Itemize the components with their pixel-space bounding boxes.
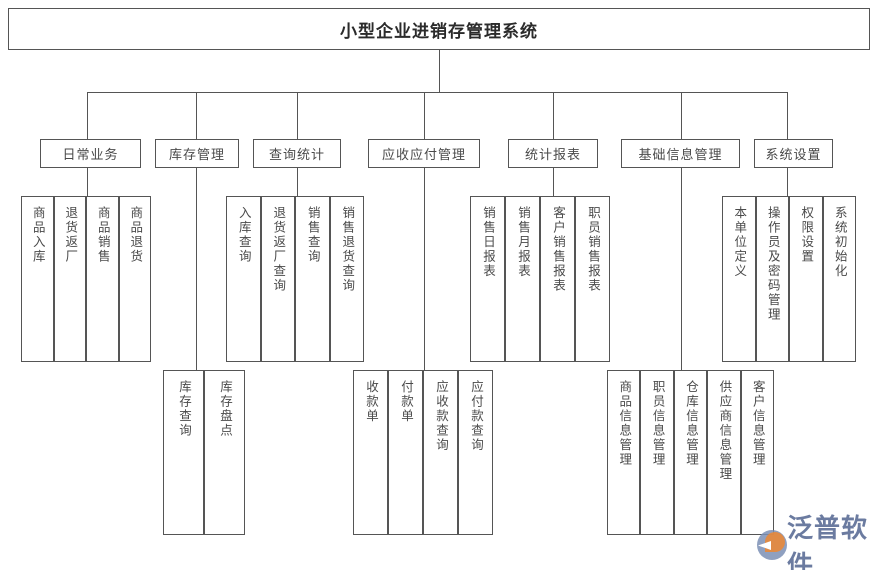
leaf-label-query-statistics-4: 销售退货查询 [340,206,355,293]
category-label-daily-business: 日常业务 [62,147,119,162]
category-label-receivable-payable-management: 应收应付管理 [381,147,466,162]
leaf-label-inventory-management-2: 库存盘点 [218,380,232,438]
drop-line-statistical-reports [553,92,554,139]
leaf-label-basic-information-management-3: 仓库信息管理 [683,380,698,467]
category-box-inventory-management[interactable]: 库存管理 [155,139,239,168]
drop-line-query-statistics [297,92,298,139]
stem-line-daily-business [87,168,88,196]
leaf-box-basic-information-management-2[interactable]: 职员信息管理 [640,370,674,535]
leaf-label-receivable-payable-management-4: 应付款查询 [469,380,483,453]
category-box-query-statistics[interactable]: 查询统计 [253,139,341,168]
leaf-label-daily-business-2: 退货返厂 [63,206,78,264]
stem-line-system-settings [787,168,788,196]
leaf-box-inventory-management-2[interactable]: 库存盘点 [204,370,245,535]
leaf-box-query-statistics-4[interactable]: 销售退货查询 [329,196,364,362]
leaf-box-statistical-reports-4[interactable]: 职员销售报表 [575,196,610,362]
leaf-box-statistical-reports-3[interactable]: 客户销售报表 [540,196,575,362]
leaf-label-inventory-management-1: 库存查询 [177,380,191,438]
stem-line-inventory-management [196,168,197,370]
leaf-box-inventory-management-1[interactable]: 库存查询 [163,370,204,535]
drop-line-inventory-management [196,92,197,139]
leaf-label-system-settings-1: 本单位定义 [732,206,747,279]
leaf-box-receivable-payable-management-4[interactable]: 应付款查询 [458,370,493,535]
category-box-receivable-payable-management[interactable]: 应收应付管理 [368,139,480,168]
leaf-box-basic-information-management-3[interactable]: 仓库信息管理 [673,370,708,535]
leaf-label-basic-information-management-4: 供应商信息管理 [717,380,732,482]
page-title: 小型企业进销存管理系统 [340,21,538,42]
leaf-label-system-settings-4: 系统初始化 [832,206,847,279]
leaf-box-daily-business-2[interactable]: 退货返厂 [53,196,86,362]
leaf-box-basic-information-management-5[interactable]: 客户信息管理 [740,370,774,535]
trunk-line [439,50,440,92]
leaf-label-statistical-reports-1: 销售日报表 [481,206,495,279]
drop-line-receivable-payable-management [424,92,425,139]
leaf-label-statistical-reports-4: 职员销售报表 [586,206,600,293]
leaf-label-receivable-payable-management-1: 收款单 [364,380,378,424]
leaf-box-system-settings-3[interactable]: 权限设置 [789,196,823,362]
stem-line-basic-information-management [681,168,682,370]
category-box-basic-information-management[interactable]: 基础信息管理 [621,139,740,168]
leaf-label-daily-business-1: 商品入库 [30,206,45,264]
leaf-box-query-statistics-1[interactable]: 入库查询 [226,196,261,362]
system-title-box: 小型企业进销存管理系统 [8,8,870,50]
category-label-system-settings: 系统设置 [765,147,822,162]
leaf-label-system-settings-2: 操作员及密码管理 [765,206,780,322]
watermark-brand-row: 泛普软件 [757,508,884,570]
category-label-query-statistics: 查询统计 [268,147,325,162]
leaf-box-system-settings-4[interactable]: 系统初始化 [822,196,856,362]
leaf-label-basic-information-management-5: 客户信息管理 [750,380,765,467]
watermark-brand-text: 泛普软件 [786,514,868,570]
leaf-label-basic-information-management-1: 商品信息管理 [617,380,632,467]
drop-line-daily-business [87,92,88,139]
drop-line-basic-information-management [681,92,682,139]
leaf-box-statistical-reports-2[interactable]: 销售月报表 [505,196,540,362]
leaf-box-basic-information-management-4[interactable]: 供应商信息管理 [707,370,741,535]
leaf-label-receivable-payable-management-3: 应收款查询 [434,380,448,453]
leaf-box-receivable-payable-management-1[interactable]: 收款单 [353,370,388,535]
stem-line-receivable-payable-management [424,168,425,370]
leaf-box-daily-business-3[interactable]: 商品销售 [86,196,119,362]
leaf-label-statistical-reports-3: 客户销售报表 [551,206,565,293]
leaf-label-query-statistics-2: 退货返厂查询 [271,206,286,293]
category-label-inventory-management: 库存管理 [168,147,225,162]
leaf-label-receivable-payable-management-2: 付款单 [399,380,413,424]
leaf-label-query-statistics-1: 入库查询 [236,206,251,264]
leaf-box-query-statistics-2[interactable]: 退货返厂查询 [260,196,295,362]
bus-line [87,92,787,93]
leaf-box-receivable-payable-management-3[interactable]: 应收款查询 [423,370,458,535]
category-label-statistical-reports: 统计报表 [524,147,581,162]
leaf-box-system-settings-2[interactable]: 操作员及密码管理 [755,196,789,362]
leaf-box-receivable-payable-management-2[interactable]: 付款单 [388,370,423,535]
stem-line-query-statistics [297,168,298,196]
watermark: 泛普软件 www.fanpusoft.com [757,508,884,570]
leaf-box-statistical-reports-1[interactable]: 销售日报表 [470,196,505,362]
leaf-box-basic-information-management-1[interactable]: 商品信息管理 [607,370,641,535]
leaf-label-basic-information-management-2: 职员信息管理 [650,380,665,467]
leaf-label-query-statistics-3: 销售查询 [305,206,320,264]
leaf-box-query-statistics-3[interactable]: 销售查询 [295,196,330,362]
category-box-statistical-reports[interactable]: 统计报表 [508,139,598,168]
drop-line-system-settings [787,92,788,139]
leaf-box-daily-business-1[interactable]: 商品入库 [21,196,54,362]
leaf-label-statistical-reports-2: 销售月报表 [516,206,530,279]
leaf-label-daily-business-3: 商品销售 [95,206,110,264]
category-label-basic-information-management: 基础信息管理 [638,147,723,162]
leaf-box-system-settings-1[interactable]: 本单位定义 [722,196,756,362]
category-box-daily-business[interactable]: 日常业务 [40,139,141,168]
leaf-label-system-settings-3: 权限设置 [799,206,814,264]
leaf-label-daily-business-4: 商品退货 [128,206,143,264]
stem-line-statistical-reports [553,168,554,196]
leaf-box-daily-business-4[interactable]: 商品退货 [118,196,151,362]
category-box-system-settings[interactable]: 系统设置 [754,139,833,168]
